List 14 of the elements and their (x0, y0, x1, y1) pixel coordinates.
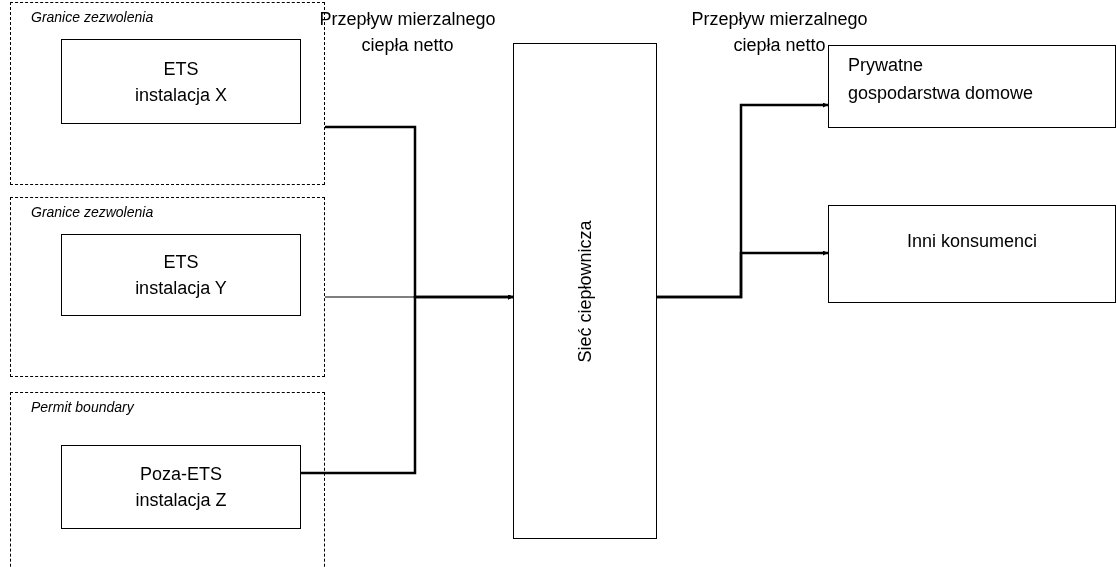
process-box: Inni konsumenci (828, 205, 1116, 303)
network-box: Sieć ciepłownicza (513, 43, 657, 539)
arrow (300, 294, 513, 475)
boundary-label: Granice zezwolenia (31, 203, 154, 222)
flow-label: Przepływ mierzalnego ciepła netto (318, 8, 497, 57)
process-box: ETS instalacja X (61, 39, 301, 124)
boundary-label: Permit boundary (31, 398, 134, 417)
permit-boundary (10, 197, 325, 377)
boundary-label: Granice zezwolenia (31, 8, 154, 27)
process-box: ETS instalacja Y (61, 234, 301, 316)
permit-boundary (10, 392, 325, 567)
process-box: Prywatne gospodarstwa domowe (828, 45, 1116, 128)
arrow (657, 250, 828, 299)
process-box: Poza-ETS instalacja Z (61, 445, 301, 529)
